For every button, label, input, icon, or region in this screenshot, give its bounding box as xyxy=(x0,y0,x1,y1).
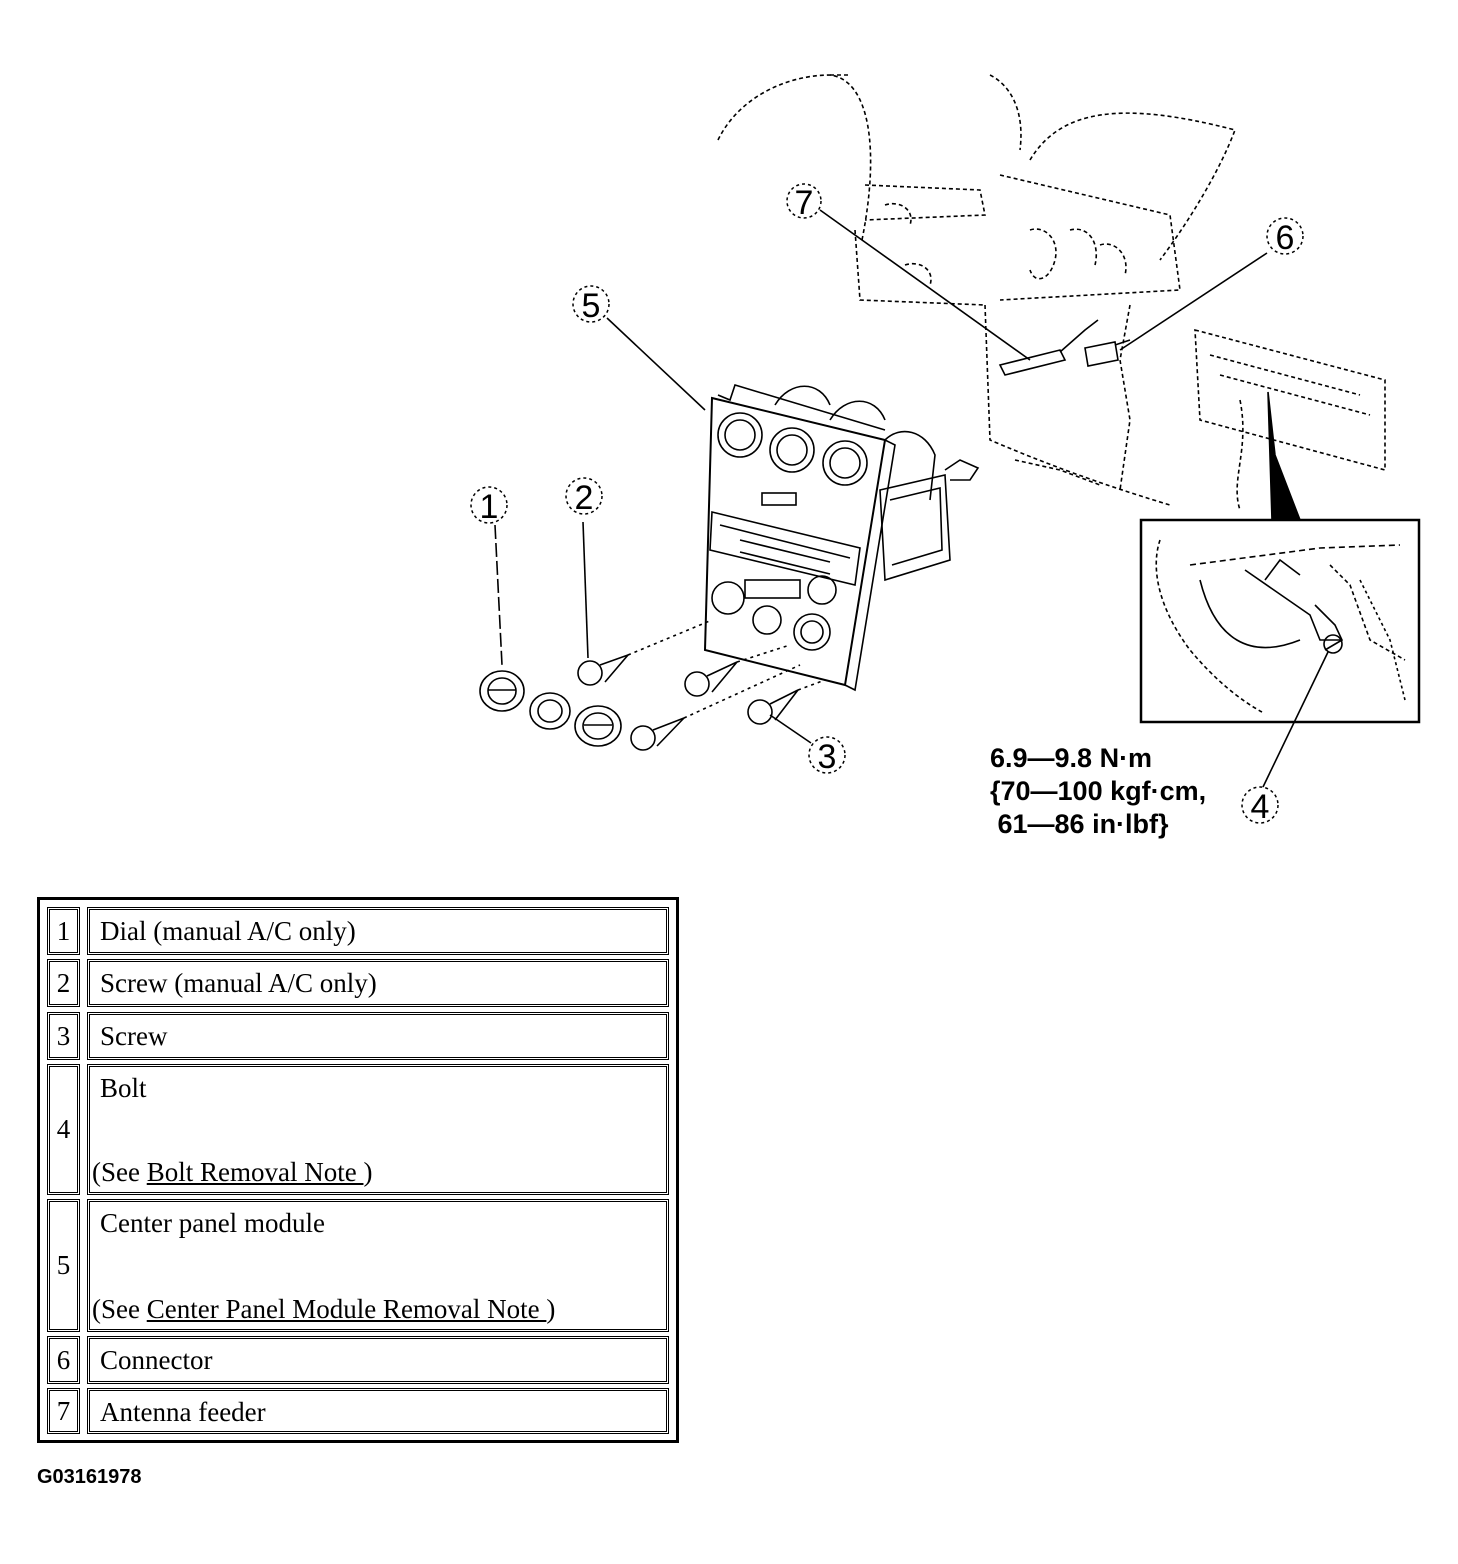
callout-5: 5 xyxy=(582,287,601,325)
legend-description-cell: Antenna feeder xyxy=(87,1388,669,1434)
legend-description: Dial (manual A/C only) xyxy=(100,916,356,946)
legend-description-cell: Screw (manual A/C only) xyxy=(87,959,669,1007)
center-panel-module-removal-note-link[interactable]: Center Panel Module Removal Note xyxy=(146,1294,547,1324)
connector xyxy=(1084,339,1131,367)
torque-spec: 6.9—9.8 N·m{70—100 kgf·cm, 61—86 in·lbf} xyxy=(990,742,1206,841)
legend-description: Center panel module xyxy=(100,1208,325,1238)
legend-description-cell: Screw xyxy=(87,1012,669,1060)
legend-number: 6 xyxy=(47,1336,80,1384)
legend-note: (See Center Panel Module Removal Note ) xyxy=(92,1294,555,1325)
exploded-view-diagram: 1 2 3 4 5 6 7 xyxy=(470,74,1421,826)
callout-markers xyxy=(470,183,1304,824)
legend-number: 4 xyxy=(47,1064,80,1195)
bolt-removal-note-link[interactable]: Bolt Removal Note xyxy=(146,1157,364,1187)
legend-description-cell: Connector xyxy=(87,1336,669,1384)
legend-row-7: 7 Antenna feeder xyxy=(47,1388,669,1434)
legend-number: 5 xyxy=(47,1199,80,1332)
note-suffix: ) xyxy=(363,1157,373,1187)
legend-description: Antenna feeder xyxy=(100,1397,266,1427)
torque-line-1: 6.9—9.8 N·m xyxy=(990,743,1153,773)
legend-number: 1 xyxy=(47,907,80,955)
screw-alignment-lines xyxy=(627,619,826,719)
callout-4: 4 xyxy=(1251,788,1270,826)
legend-row-6: 6 Connector xyxy=(47,1336,669,1384)
parts-legend-table: 1 Dial (manual A/C only) 2 Screw (manual… xyxy=(37,897,679,1443)
legend-row-3: 3 Screw xyxy=(47,1012,669,1060)
dials xyxy=(479,670,622,747)
torque-line-3: 61—86 in·lbf} xyxy=(990,809,1169,839)
center-panel-module xyxy=(703,384,980,692)
legend-row-2: 2 Screw (manual A/C only) xyxy=(47,959,669,1007)
figure-id: G03161978 xyxy=(37,1466,142,1488)
note-prefix: (See xyxy=(92,1294,147,1324)
legend-note: (See Bolt Removal Note ) xyxy=(92,1157,372,1188)
legend-number: 7 xyxy=(47,1388,80,1434)
callout-2: 2 xyxy=(575,479,594,517)
legend-row-1: 1 Dial (manual A/C only) xyxy=(47,907,669,955)
callout-3: 3 xyxy=(818,738,837,776)
leader-lines xyxy=(494,209,1329,788)
legend-description: Screw (manual A/C only) xyxy=(100,968,377,998)
legend-description-cell: Dial (manual A/C only) xyxy=(87,907,669,955)
legend-description-cell: Bolt (See Bolt Removal Note ) xyxy=(87,1064,669,1195)
note-prefix: (See xyxy=(92,1157,147,1187)
legend-row-5: 5 Center panel module (See Center Panel … xyxy=(47,1199,669,1332)
callout-1: 1 xyxy=(480,488,499,526)
callout-7: 7 xyxy=(795,184,814,222)
legend-number: 3 xyxy=(47,1012,80,1060)
legend-number: 2 xyxy=(47,959,80,1007)
dashboard-outline xyxy=(717,74,1386,511)
bolt-detail-inset xyxy=(1139,391,1421,724)
legend-description-cell: Center panel module (See Center Panel Mo… xyxy=(87,1199,669,1332)
legend-description: Bolt xyxy=(100,1073,147,1103)
note-suffix: ) xyxy=(546,1294,556,1324)
screws xyxy=(577,653,799,751)
legend-description: Screw xyxy=(100,1021,168,1051)
antenna-feeder xyxy=(998,319,1099,376)
callout-6: 6 xyxy=(1276,219,1295,257)
legend-description: Connector xyxy=(100,1345,213,1375)
torque-line-2: {70—100 kgf·cm, xyxy=(990,776,1207,806)
legend-row-4: 4 Bolt (See Bolt Removal Note ) xyxy=(47,1064,669,1195)
